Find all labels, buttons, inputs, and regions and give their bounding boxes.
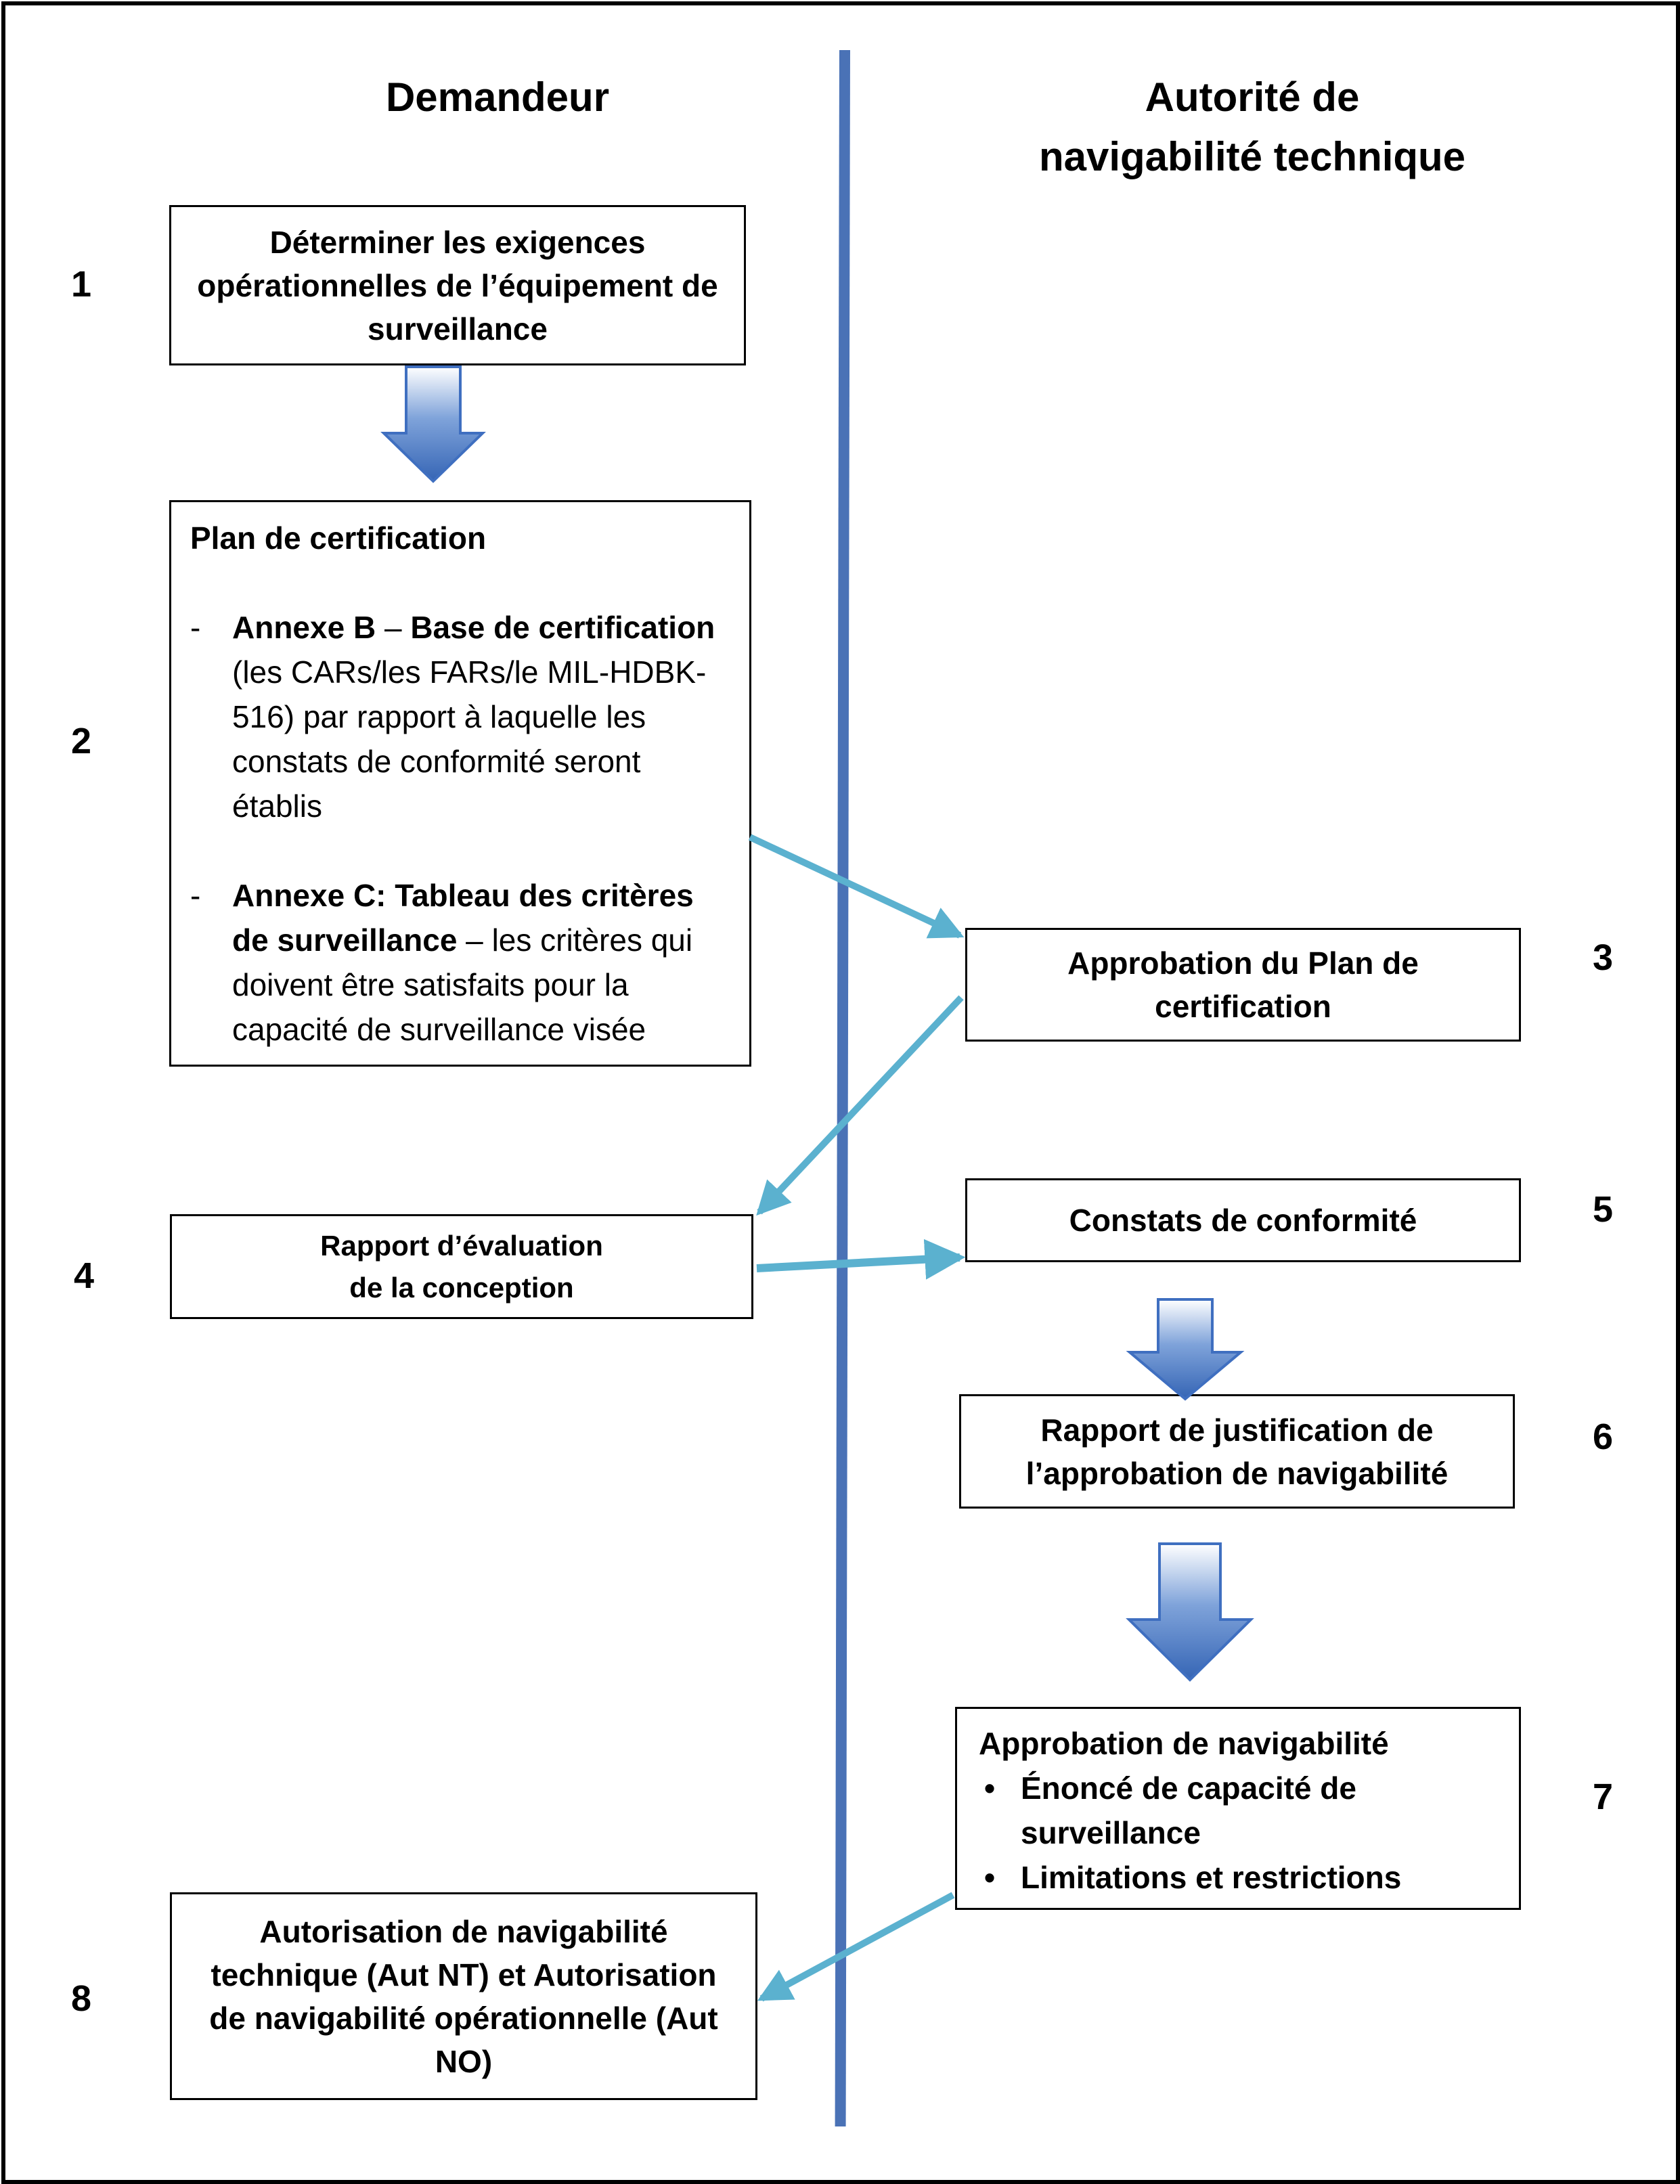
step-3-text: Approbation du Plan de certification [1067,945,1419,1024]
annex-c-separator: – [457,922,492,958]
annex-c-title: Annexe C: Tableau des critères de survei… [232,878,694,958]
step-6-text: Rapport de justification de l’approbatio… [1025,1412,1449,1491]
step-7-item-limitations-text: Limitations et restrictions [1021,1860,1402,1895]
step-number-8: 8 [70,1978,92,2019]
step-number-4: 4 [73,1255,95,1296]
step-7-item-capability-text: Énoncé de capacité de surveillance [1021,1770,1356,1850]
step-number-3: 3 [1592,937,1614,978]
step-number-1: 1 [70,264,92,305]
step-7-list: • Énoncé de capacité de surveillance • Lim… [979,1766,1497,1900]
annex-b-separator: – [376,610,411,645]
step-7-item-capability: • Énoncé de capacité de surveillance [979,1766,1497,1855]
annex-c-description: les critères qui doivent être satisfaits… [232,922,693,1047]
step-7-bullet-1: • [984,1770,996,1806]
step-4-line1: Rapport d’évaluation [320,1229,603,1262]
step-8-text: Autorisation de navigabilité technique (… [209,1913,718,2079]
step-5-text: Constats de conformité [1069,1203,1417,1238]
step-4-box: Rapport d’évaluation de la conception [170,1214,753,1319]
step-3-box: Approbation du Plan de certification [965,928,1521,1042]
annex-b-subtitle: Base de certification [410,610,715,645]
annex-c-dash: - [190,878,201,913]
step-2-certification-plan-box: Plan de certification - Annexe B – Base … [169,500,751,1067]
annex-b-description: (les CARs/les FARs/le MIL-HDBK-516) par … [232,654,707,824]
annex-b-dash: - [190,610,201,645]
step-7-box: Approbation de navigabilité • Énoncé de c… [955,1707,1521,1910]
step-1-box: Déterminer les exigences opérationnelles… [169,205,746,365]
step-7-bullet-2: • [984,1860,996,1895]
annex-b-item: - Annexe B – Base de certification (les … [190,605,730,828]
step-number-2: 2 [70,721,92,761]
step-1-text: Déterminer les exigences opérationnelles… [197,224,718,347]
step-7-item-limitations: • Limitations et restrictions [979,1855,1497,1900]
column-title-authority: Autorité de navigabilité technique [948,68,1557,187]
step-number-6: 6 [1592,1417,1614,1457]
step-number-5: 5 [1592,1189,1614,1230]
step-number-7: 7 [1592,1777,1614,1817]
column-title-applicant: Demandeur [385,74,610,120]
step-2-heading: Plan de certification [190,520,487,556]
column-title-authority-line2: navigabilité technique [1038,134,1466,179]
step-8-box: Autorisation de navigabilité technique (… [170,1892,757,2100]
step-6-box: Rapport de justification de l’approbatio… [959,1394,1515,1509]
annex-c-item: - Annexe C: Tableau des critères de surv… [190,873,730,1052]
step-7-heading: Approbation de navigabilité [979,1726,1389,1761]
annex-b-title: Annexe B [232,610,376,645]
step-4-line2: de la conception [349,1271,574,1303]
column-title-authority-line1: Autorité de [1145,74,1360,120]
step-5-box: Constats de conformité [965,1178,1521,1262]
step-4-text: Rapport d’évaluation de la conception [320,1225,603,1309]
